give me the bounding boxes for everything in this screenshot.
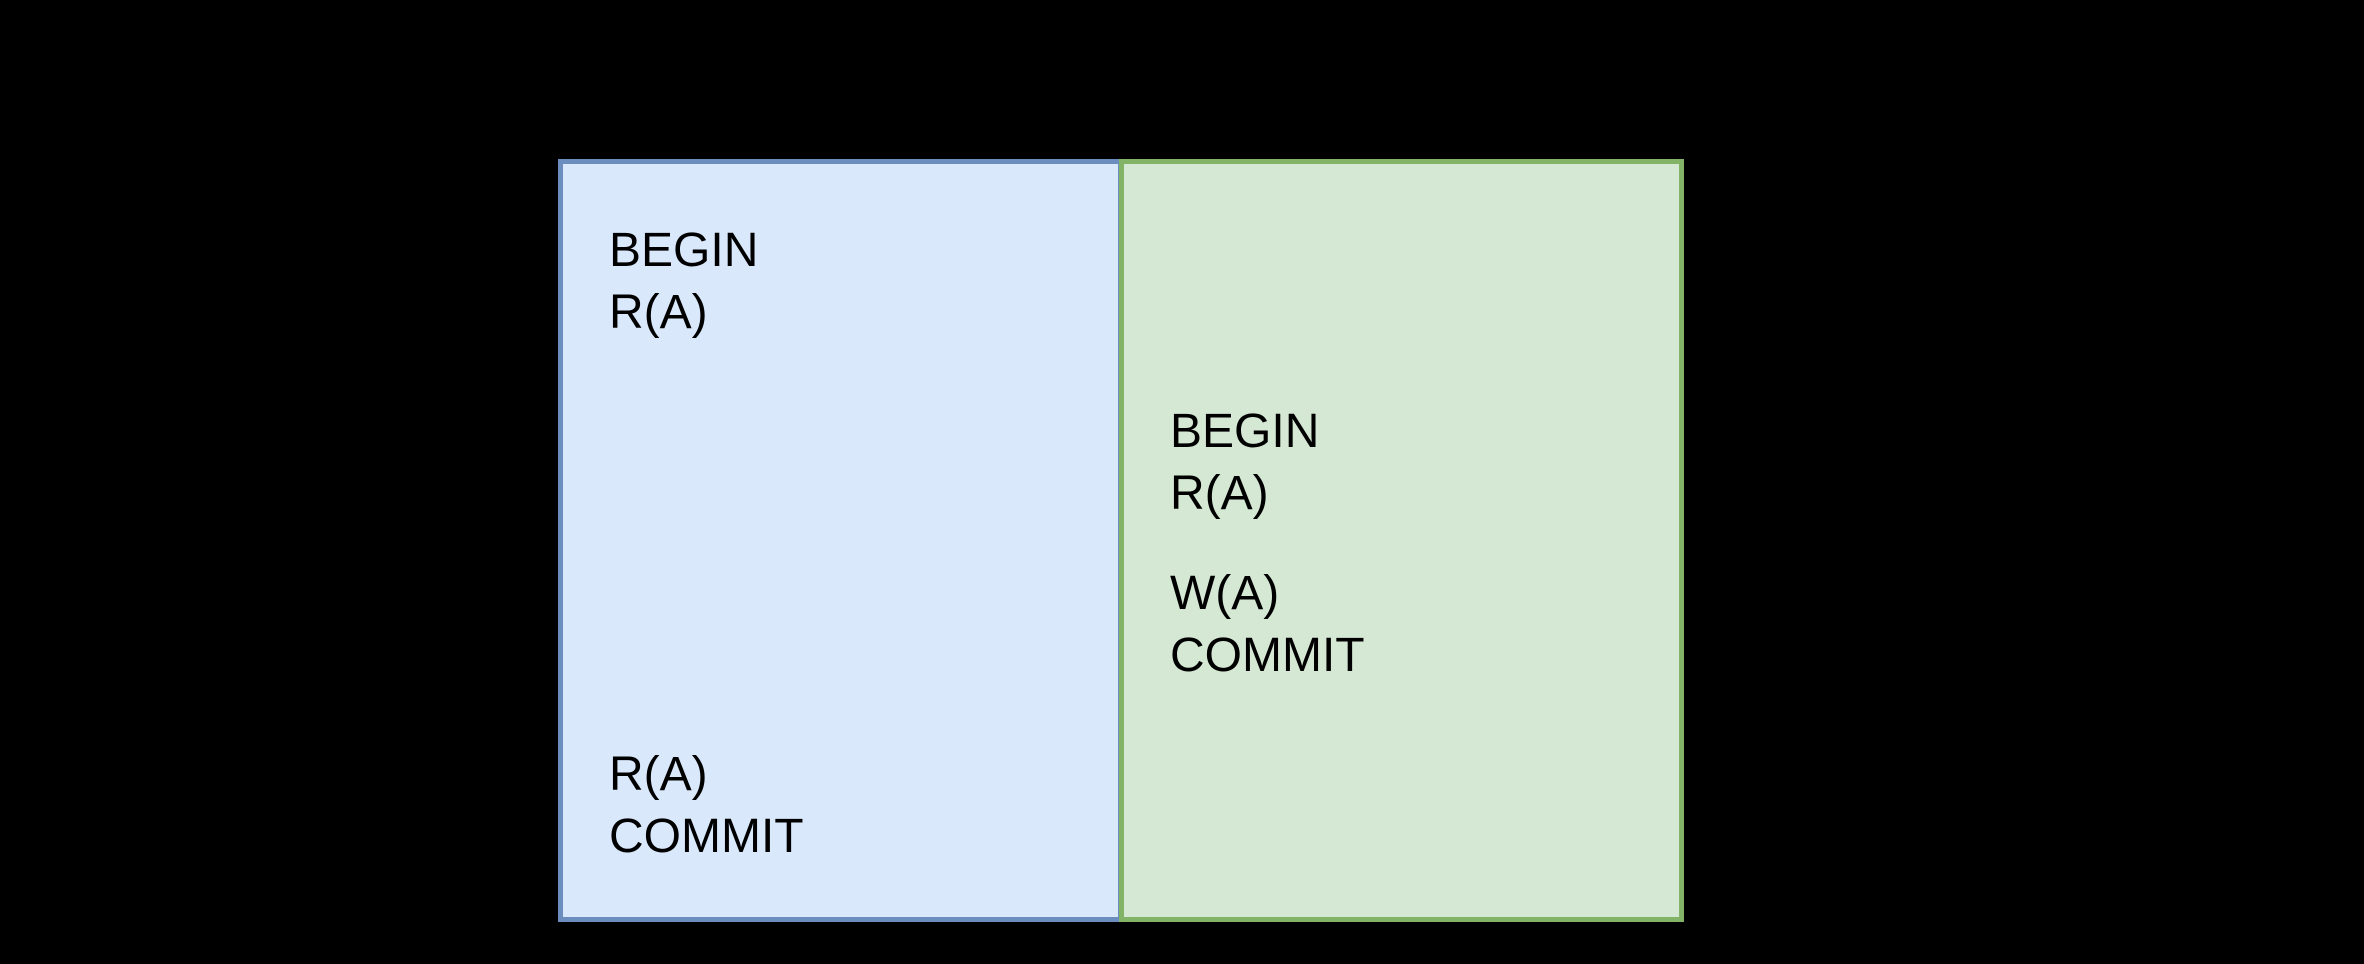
transaction-2-top-ops: BEGIN R(A) (1170, 401, 1319, 525)
op-line: R(A) (609, 748, 708, 801)
op-line: R(A) (1170, 467, 1269, 520)
transaction-1-bottom-ops: R(A) COMMIT (609, 744, 804, 868)
transaction-1-box: BEGIN R(A) R(A) COMMIT (558, 159, 1123, 922)
transaction-2-box: BEGIN R(A) W(A) COMMIT (1119, 159, 1684, 922)
transaction-2-bottom-ops: W(A) COMMIT (1170, 563, 1365, 687)
op-line: COMMIT (1170, 629, 1365, 682)
op-line: R(A) (609, 286, 708, 339)
transaction-1-top-ops: BEGIN R(A) (609, 220, 758, 344)
op-line: W(A) (1170, 567, 1280, 620)
op-line: BEGIN (609, 224, 759, 277)
op-line: COMMIT (609, 810, 804, 863)
op-line: BEGIN (1170, 405, 1320, 458)
